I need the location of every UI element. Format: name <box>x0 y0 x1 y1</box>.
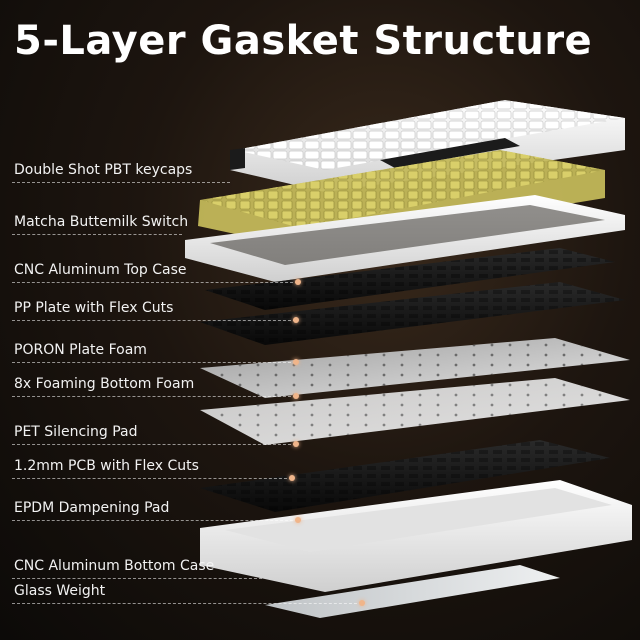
label-bottom-foam: 8x Foaming Bottom Foam <box>14 376 195 392</box>
leader-poron-foam <box>12 362 296 363</box>
poron-foam-layer <box>200 282 625 345</box>
marker-dot <box>359 600 365 606</box>
label-pp-plate: PP Plate with Flex Cuts <box>14 300 174 316</box>
leader-top-case <box>12 282 298 283</box>
leader-glass-weight <box>12 603 362 604</box>
page-title: 5-Layer Gasket Structure <box>14 18 593 64</box>
pet-pad-layer <box>200 378 630 445</box>
marker-dot <box>295 279 301 285</box>
leader-pet-pad <box>12 444 296 445</box>
label-top-case: CNC Aluminum Top Case <box>14 262 187 278</box>
label-keycaps: Double Shot PBT keycaps <box>14 162 193 178</box>
leader-bottom-foam <box>12 396 296 397</box>
leader-epdm-pad <box>12 520 298 521</box>
marker-dot <box>293 393 299 399</box>
marker-dot <box>293 441 299 447</box>
switch-layer <box>198 150 605 248</box>
marker-dot <box>293 317 299 323</box>
keycaps-layer <box>230 100 625 192</box>
marker-dot <box>289 475 295 481</box>
leader-pp-plate <box>12 320 296 321</box>
label-pcb: 1.2mm PCB with Flex Cuts <box>14 458 199 474</box>
bottom-foam-layer <box>200 338 630 398</box>
glass-weight-layer <box>265 565 560 618</box>
label-switch: Matcha Buttemilk Switch <box>14 214 189 230</box>
leader-switch <box>12 234 182 235</box>
marker-dot <box>295 517 301 523</box>
label-epdm-pad: EPDM Dampening Pad <box>14 500 170 516</box>
leader-bottom-case <box>12 578 262 579</box>
marker-dot <box>293 359 299 365</box>
bottom-case-layer <box>200 480 632 592</box>
label-poron-foam: PORON Plate Foam <box>14 342 147 358</box>
leader-pcb <box>12 478 292 479</box>
top-case-layer <box>185 195 625 282</box>
label-glass-weight: Glass Weight <box>14 583 106 599</box>
label-pet-pad: PET Silencing Pad <box>14 424 138 440</box>
leader-keycaps <box>12 182 230 183</box>
pp-plate-layer <box>205 248 615 310</box>
label-bottom-case: CNC Aluminum Bottom Case <box>14 558 215 574</box>
pcb-layer <box>200 440 610 512</box>
